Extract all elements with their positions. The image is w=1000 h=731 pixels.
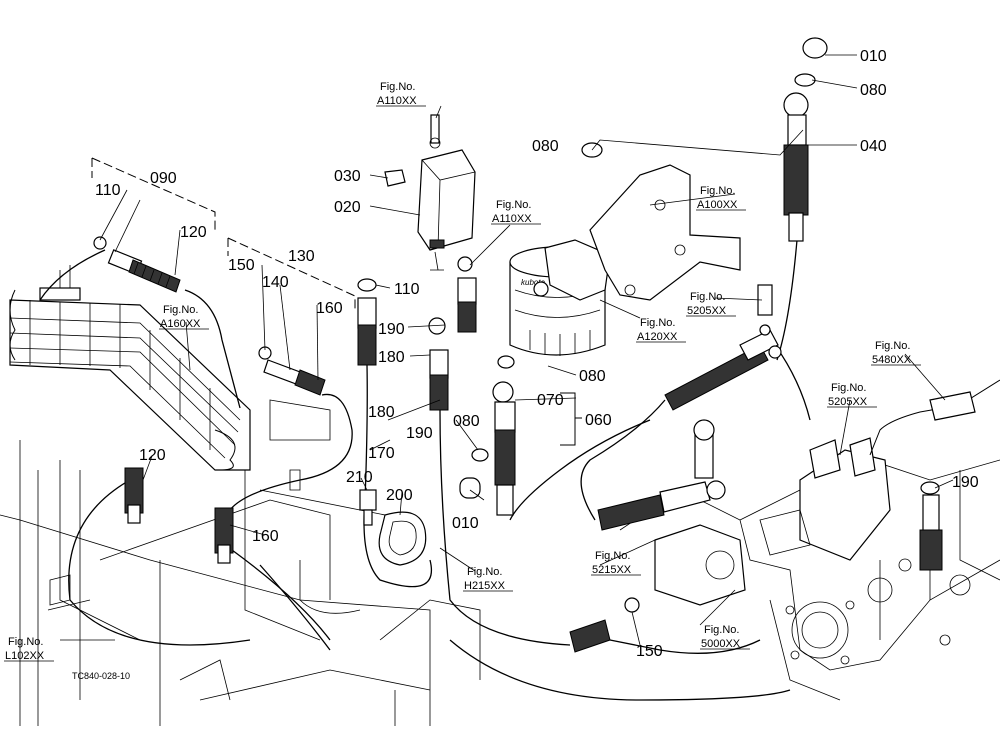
svg-text:Fig.No.: Fig.No. [690,291,725,303]
callout-080-mid: 080 [579,368,606,385]
drawing-code: TC840-028-10 [72,671,130,681]
svg-text:5000XX: 5000XX [701,638,741,650]
callout-010-top: 010 [860,48,887,65]
callout-080-low: 080 [453,413,480,430]
callout-070: 070 [537,392,564,409]
svg-text:L102XX: L102XX [5,650,45,662]
callout-190-low: 190 [406,425,433,442]
fuel-filter: kubota [509,164,741,356]
fittings [93,37,1000,653]
callout-120-low: 120 [139,447,166,464]
callout-180-low: 180 [368,404,395,421]
oil-cooler [9,265,251,471]
fig-ref-a160: Fig.No. A160XX [159,304,209,330]
callout-160-top: 160 [316,300,343,317]
callout-110-left: 110 [95,182,121,199]
callout-080-top: 080 [860,82,887,99]
callout-010-low: 010 [452,515,479,532]
fig-ref-5215: Fig.No. 5215XX [591,550,641,576]
callout-120-top: 120 [180,224,207,241]
callout-210: 210 [346,469,373,486]
callout-190-mid: 190 [378,321,405,338]
hose-routing [39,239,811,701]
fig-ref-l102: Fig.No. L102XX [4,636,54,662]
figure-references: Fig.No. A110XX Fig.No. A110XX Fig.No. A1… [4,81,921,662]
callout-140: 140 [262,274,289,291]
svg-text:5215XX: 5215XX [592,564,632,576]
svg-text:H215XX: H215XX [464,580,506,592]
fig-ref-5480: Fig.No. 5480XX [871,340,921,366]
svg-text:5480XX: 5480XX [872,354,912,366]
svg-text:Fig.No.: Fig.No. [640,317,675,329]
svg-text:Fig.No.: Fig.No. [163,304,198,316]
svg-text:Fig.No.: Fig.No. [496,199,531,211]
callout-200: 200 [386,487,413,504]
svg-text:5205XX: 5205XX [687,305,727,317]
fig-ref-h215: Fig.No. H215XX [463,566,513,592]
svg-text:Fig.No.: Fig.No. [704,624,739,636]
svg-text:Fig.No.: Fig.No. [595,550,630,562]
callout-150-left: 150 [228,257,255,274]
solenoid-assembly [384,114,476,271]
fig-ref-5000: Fig.No. 5000XX [700,624,750,650]
svg-text:A100XX: A100XX [697,199,738,211]
callout-labels: 010 080 040 080 030 020 090 110 120 130 … [95,48,979,660]
fig-ref-a100: Fig.No. A100XX [696,185,746,211]
callout-190-right: 190 [952,474,979,491]
svg-text:Fig.No.: Fig.No. [831,382,866,394]
callout-160-low: 160 [252,528,279,545]
callout-090: 090 [150,170,177,187]
filter-brand-label: kubota [521,278,546,287]
callout-080-filter: 080 [532,138,559,155]
svg-text:A120XX: A120XX [637,331,678,343]
callout-060: 060 [585,412,612,429]
svg-text:A160XX: A160XX [160,318,201,330]
fig-ref-a110-top: Fig.No. A110XX [376,81,426,107]
svg-text:Fig.No.: Fig.No. [875,340,910,352]
svg-text:A110XX: A110XX [377,95,417,107]
callout-130: 130 [288,248,315,265]
svg-text:Fig.No.: Fig.No. [700,185,735,197]
svg-text:Fig.No.: Fig.No. [8,636,43,648]
callout-180-mid: 180 [378,349,405,366]
svg-text:Fig.No.: Fig.No. [467,566,502,578]
leader-lines [60,54,954,646]
fig-ref-5205-top: Fig.No. 5205XX [686,291,736,317]
svg-text:5205XX: 5205XX [828,396,868,408]
assembly-brackets [91,157,582,446]
fig-ref-5205-right: Fig.No. 5205XX [827,382,877,408]
callout-040: 040 [860,138,887,155]
fig-ref-a110-mid: Fig.No. A110XX [491,199,541,225]
callout-170: 170 [368,445,395,462]
callout-150-low: 150 [636,643,663,660]
callout-030: 030 [334,168,361,185]
svg-text:Fig.No.: Fig.No. [380,81,415,93]
callout-110-mid: 110 [394,281,420,298]
fig-ref-a120: Fig.No. A120XX [636,317,686,343]
svg-text:A110XX: A110XX [492,213,532,225]
callout-020: 020 [334,199,361,216]
